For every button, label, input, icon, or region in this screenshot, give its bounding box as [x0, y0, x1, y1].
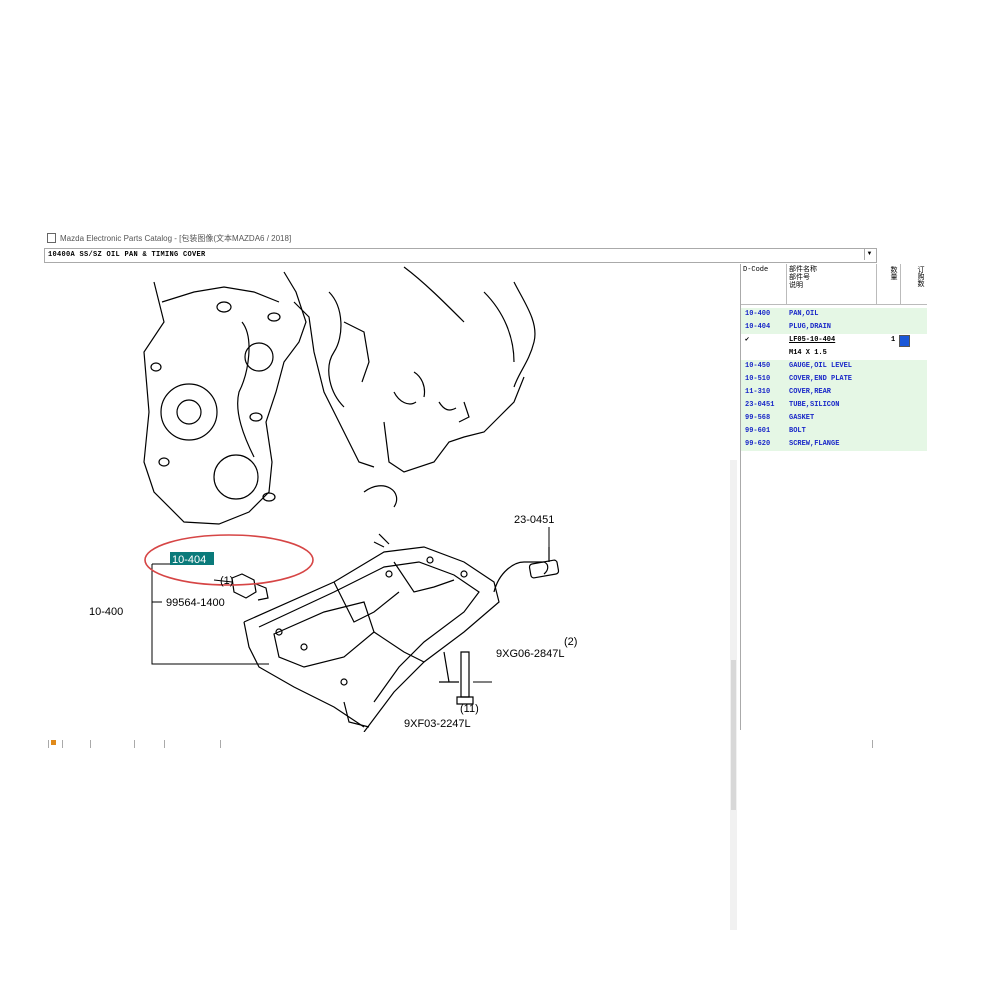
oil-pan-illustration	[231, 533, 560, 732]
callout-bolt[interactable]: 9XG06-2847L	[496, 648, 565, 660]
status-cell	[164, 740, 217, 748]
table-row-detail: M14 X 1.5	[741, 347, 927, 360]
callout-gasket[interactable]: 99564-1400	[166, 597, 225, 609]
parts-list-header: D-Code 部件名称 部件号 说明 数量 订购数	[741, 264, 927, 305]
header-part-name[interactable]: 部件名称 部件号 说明	[787, 264, 877, 304]
status-cell	[220, 740, 293, 748]
status-icon	[48, 740, 61, 748]
window-title: Mazda Electronic Parts Catalog - [包装图像(文…	[60, 233, 292, 243]
status-cell	[134, 740, 161, 748]
status-cell	[62, 740, 79, 748]
diagram-scrollbar[interactable]	[730, 460, 737, 930]
callout-drain-plug-qty: (1)	[220, 575, 233, 587]
catalog-window: Mazda Electronic Parts Catalog - [包装图像(文…	[44, 228, 933, 930]
header-order[interactable]: 订购数	[916, 266, 924, 287]
callout-screw-qty: (11)	[460, 703, 479, 715]
title-bar: Mazda Electronic Parts Catalog - [包装图像(文…	[44, 228, 933, 248]
header-dcode[interactable]: D-Code	[741, 264, 787, 304]
header-qty[interactable]: 数量	[877, 264, 901, 304]
callout-assembly[interactable]: 10-400	[89, 606, 123, 618]
parts-diagram[interactable]: 10-404 (1) 99564-1400 10-400 23-0451 (2)…	[44, 262, 734, 732]
status-cell	[90, 740, 123, 748]
app-icon	[47, 233, 56, 243]
order-qty-input[interactable]	[899, 335, 910, 347]
callout-tube[interactable]: 23-0451	[514, 514, 554, 526]
callout-screw[interactable]: 9XF03-2247L	[404, 718, 471, 730]
callout-leaders	[151, 527, 550, 683]
chevron-down-icon[interactable]: ▼	[864, 249, 874, 260]
timing-cover-illustration	[143, 266, 536, 525]
status-cell	[872, 740, 927, 748]
callout-bolt-qty: (2)	[564, 636, 577, 648]
section-path: 10400A SS/SZ OIL PAN & TIMING COVER	[44, 248, 877, 263]
scrollbar-thumb[interactable]	[731, 660, 736, 810]
callout-drain-plug-label: 10-404	[172, 554, 206, 566]
status-bar	[44, 738, 930, 750]
highlight-ellipse	[144, 534, 314, 586]
callout-drain-plug[interactable]: 10-404	[170, 552, 214, 566]
